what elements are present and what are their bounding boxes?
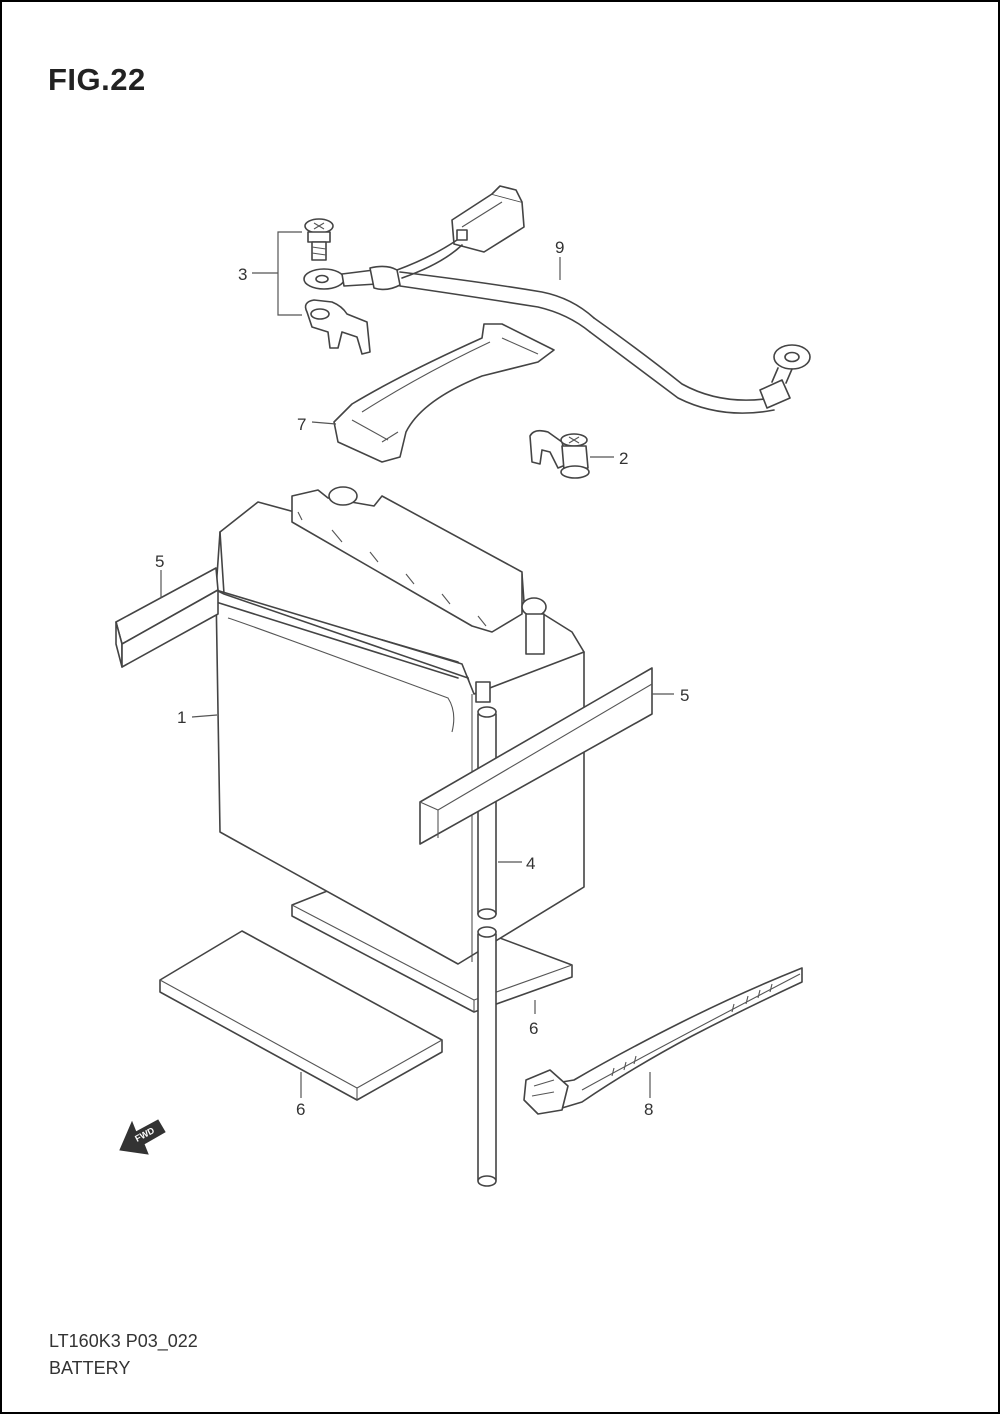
callout-2: 2 bbox=[619, 449, 628, 468]
callout-5-right: 5 bbox=[680, 686, 689, 705]
part-3-bolt-and-terminal-bracket bbox=[252, 218, 371, 355]
callout-7: 7 bbox=[297, 415, 306, 434]
fwd-direction-arrow: FWD bbox=[119, 1119, 166, 1155]
diagram-code: LT160K3 P03_022 bbox=[49, 1331, 198, 1351]
diagram-name: BATTERY bbox=[49, 1358, 131, 1378]
part-2-terminal-bolt bbox=[529, 429, 614, 479]
part-6-battery-pad-front bbox=[159, 930, 443, 1101]
part-8-cable-tie bbox=[523, 967, 803, 1115]
callout-6-rear-pad: 6 bbox=[529, 1019, 538, 1038]
part-5-cushion-right bbox=[419, 667, 674, 845]
callout-5-left: 5 bbox=[155, 552, 164, 571]
part-4-breather-hose bbox=[477, 706, 522, 1187]
callout-9: 9 bbox=[555, 238, 564, 257]
figure-title: FIG.22 bbox=[48, 62, 146, 97]
callout-4: 4 bbox=[526, 854, 535, 873]
part-9-battery-lead-harness bbox=[303, 185, 811, 414]
callout-3: 3 bbox=[238, 265, 247, 284]
part-5-cushion-left bbox=[115, 567, 219, 668]
callout-6-front-pad: 6 bbox=[296, 1100, 305, 1119]
part-7-battery-strap bbox=[311, 323, 555, 463]
part-1-battery bbox=[191, 486, 585, 965]
callout-1: 1 bbox=[177, 708, 186, 727]
callout-8: 8 bbox=[644, 1100, 653, 1119]
